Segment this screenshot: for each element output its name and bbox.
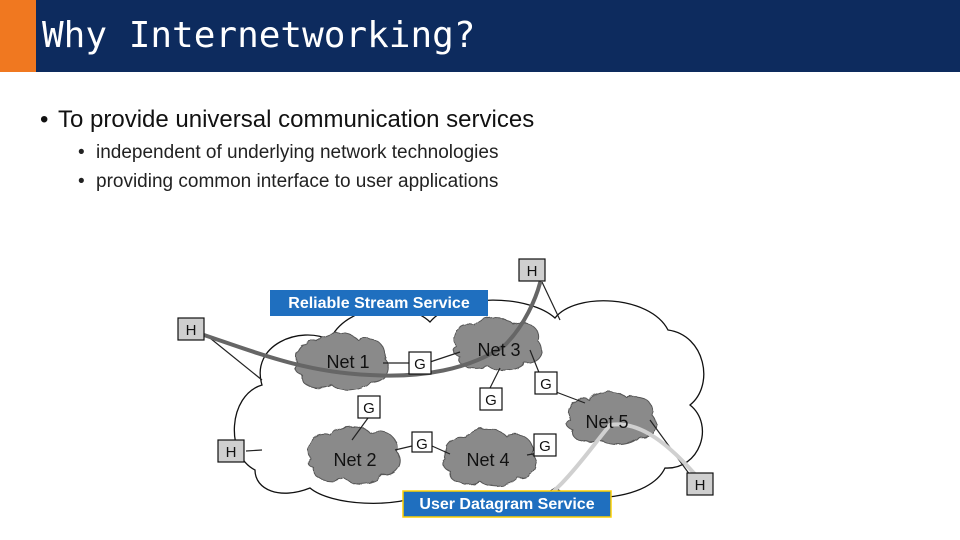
stream-service-label: Reliable Stream Service bbox=[288, 295, 470, 312]
slide-title: Why Internetworking? bbox=[42, 15, 476, 56]
host-box bbox=[177, 317, 205, 341]
host-box bbox=[686, 472, 714, 496]
stream-service-label-box bbox=[270, 290, 488, 316]
host-box bbox=[518, 258, 546, 282]
sub-bullet-text: independent of underlying network techno… bbox=[96, 142, 499, 163]
gateway-box bbox=[534, 371, 558, 395]
net3-label: Net 3 bbox=[477, 340, 520, 360]
net1-label: Net 1 bbox=[326, 352, 369, 372]
datagram-service-label-box bbox=[402, 490, 612, 518]
gateway-label: G bbox=[539, 438, 551, 455]
gateway-box bbox=[408, 351, 432, 375]
gateway-box bbox=[479, 387, 503, 411]
sub-bullet-text: providing common interface to user appli… bbox=[96, 171, 499, 192]
net5-cloud bbox=[566, 391, 657, 445]
host-label: H bbox=[695, 477, 706, 494]
net3-cloud bbox=[452, 317, 543, 371]
bullet-dot-icon: • bbox=[78, 171, 85, 192]
stream-path bbox=[190, 281, 542, 378]
host-group: H H H H bbox=[177, 258, 714, 496]
bullet-dot-icon: • bbox=[40, 106, 49, 133]
gateway-label: G bbox=[363, 400, 375, 417]
gateway-label: G bbox=[416, 436, 428, 453]
net5-label: Net 5 bbox=[585, 412, 628, 432]
main-bullet: • To provide universal communication serv… bbox=[40, 106, 534, 134]
sub-bullet-2: • providing common interface to user appl… bbox=[78, 171, 498, 193]
bullet-dot-icon: • bbox=[78, 142, 85, 163]
host-label: H bbox=[527, 263, 538, 280]
gateway-label: G bbox=[414, 356, 426, 373]
net4-cloud bbox=[442, 428, 537, 487]
net2-cloud bbox=[306, 425, 401, 484]
net2-label: Net 2 bbox=[333, 450, 376, 470]
host-label: H bbox=[186, 322, 197, 339]
host-box bbox=[217, 439, 245, 463]
main-bullet-text: To provide universal communication servi… bbox=[58, 106, 535, 133]
gateway-group: G G G G G G bbox=[357, 351, 558, 457]
gateway-box bbox=[533, 433, 557, 457]
gateway-box bbox=[357, 395, 381, 419]
gateway-label: G bbox=[485, 392, 497, 409]
host-label: H bbox=[226, 444, 237, 461]
title-bar bbox=[0, 0, 960, 72]
datagram-service-label: User Datagram Service bbox=[419, 496, 594, 513]
gateway-label: G bbox=[540, 376, 552, 393]
net4-label: Net 4 bbox=[466, 450, 509, 470]
sub-bullet-1: • independent of underlying network techn… bbox=[78, 142, 498, 164]
gateway-box bbox=[411, 431, 433, 453]
title-accent-bar bbox=[0, 0, 36, 72]
